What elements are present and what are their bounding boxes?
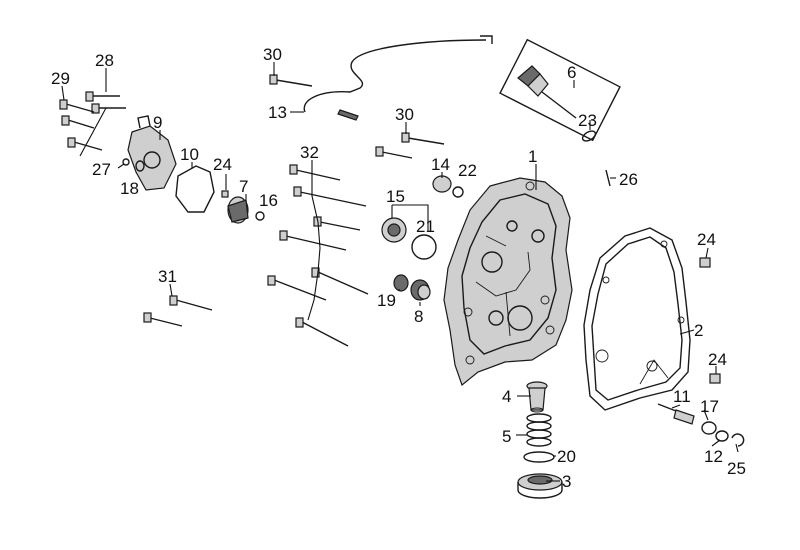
callout-25: 25: [727, 459, 746, 478]
callout-5: 5: [502, 427, 511, 446]
callout-28: 28: [95, 51, 114, 70]
washer-17: [701, 421, 717, 435]
callout-32: 32: [300, 143, 319, 162]
callout-24-right: 24: [697, 230, 716, 249]
leader-lines: [61, 62, 739, 482]
water-pump-housing: [127, 115, 177, 191]
circlip-25: [731, 433, 745, 447]
cable: [303, 35, 493, 121]
callout-7: 7: [239, 177, 248, 196]
seal-assembly-core: [387, 223, 401, 237]
callout-12: 12: [704, 447, 723, 466]
callout-6: 6: [567, 63, 576, 82]
callout-15: 15: [386, 187, 405, 206]
filter-plug: [526, 381, 548, 413]
callout-14: 14: [431, 155, 450, 174]
callout-31: 31: [158, 267, 177, 286]
callout-23: 23: [578, 111, 597, 130]
callout-labels: 1 2 3 4 5 6 7 8 9 10 11 12 13 14 15 16 1…: [51, 45, 746, 491]
callout-29: 29: [51, 69, 70, 88]
o-ring-20: [523, 451, 555, 463]
callout-10: 10: [180, 145, 199, 164]
pin-26: [605, 169, 611, 187]
bearing: [517, 473, 563, 499]
callout-30-mid: 30: [395, 105, 414, 124]
callout-17: 17: [700, 397, 719, 416]
callout-24-left: 24: [213, 155, 232, 174]
shaft: [657, 403, 695, 425]
callout-11: 11: [673, 387, 691, 406]
bolts: [59, 74, 445, 347]
callout-16: 16: [259, 191, 278, 210]
o-ring-22: [452, 186, 464, 198]
callout-26: 26: [619, 170, 638, 189]
callout-1: 1: [528, 147, 537, 166]
oil-seal: [410, 279, 431, 301]
callout-3: 3: [562, 472, 571, 491]
dowel-24-right: [699, 257, 711, 268]
spring: [526, 413, 552, 447]
callout-20: 20: [557, 447, 576, 466]
callout-9: 9: [153, 113, 162, 132]
ring-18: [135, 160, 145, 172]
pump-gasket: [175, 165, 215, 213]
callout-24-lower: 24: [708, 350, 727, 369]
callout-19: 19: [377, 291, 396, 310]
callout-22: 22: [458, 161, 477, 180]
callout-18: 18: [120, 179, 139, 198]
oil-dipstick: [499, 38, 621, 142]
impeller: [227, 196, 249, 224]
callout-2: 2: [694, 321, 703, 340]
dowel-24-lower: [709, 373, 721, 384]
callout-21: 21: [416, 217, 435, 236]
thermostat: [432, 175, 452, 193]
seal-19: [393, 274, 409, 292]
cover-gasket: [583, 227, 691, 411]
washer-27: [122, 158, 130, 166]
callout-8: 8: [414, 307, 423, 326]
callout-27: 27: [92, 160, 111, 179]
callout-4: 4: [502, 387, 511, 406]
callout-13: 13: [268, 103, 287, 122]
washer-16: [255, 211, 265, 221]
dowel-24-left: [221, 190, 229, 198]
callout-30-top: 30: [263, 45, 282, 64]
crankcase-cover: [443, 177, 573, 387]
clip-12: [715, 430, 729, 442]
ring-21: [411, 234, 437, 260]
